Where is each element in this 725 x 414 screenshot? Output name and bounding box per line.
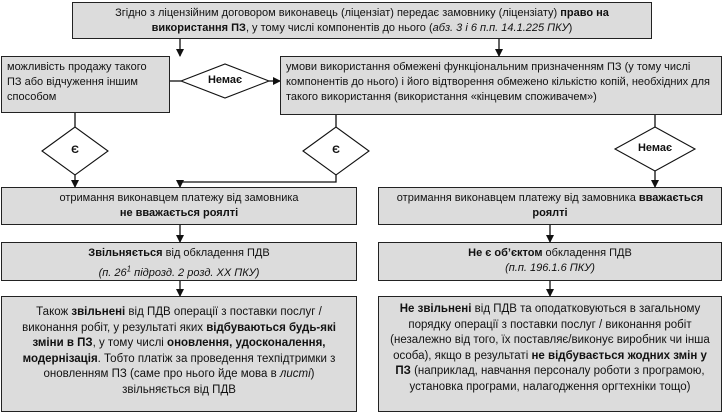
diamond-ye-right bbox=[302, 126, 370, 176]
vat-exempt-box: Звільняється від обкладення ПДВ (п. 261 … bbox=[1, 242, 357, 281]
diamond-nemae-mid-label: Немає bbox=[207, 74, 243, 86]
diamond-nemae-right bbox=[613, 126, 697, 172]
vat-left-bold: Звільняється bbox=[88, 247, 163, 259]
top-text-1: Згідно з ліцензійним договором виконавец… bbox=[115, 7, 561, 19]
top-text-bold: право на використання ПЗ bbox=[151, 7, 609, 34]
not-exempt-box: Не звільнені від ПДВ та оподатковуються … bbox=[378, 296, 722, 412]
vat-left-ref-2: підрозд. 2 розд. ХХ ПКУ) bbox=[131, 266, 260, 279]
payment-right-bold-2: роялті bbox=[532, 207, 568, 219]
diamond-nemae-mid bbox=[179, 63, 271, 99]
bottom-left-t1: Також bbox=[36, 306, 72, 318]
payment-not-royalty-box: отримання виконавцем платежу від замовни… bbox=[1, 187, 357, 225]
diamond-nemae-right-label: Немає bbox=[637, 142, 673, 154]
vat-right-ref: (п.п. 196.1.6 ПКУ) bbox=[505, 262, 595, 274]
bottom-left-t5: ) звільняється від ПДВ bbox=[122, 368, 315, 396]
bottom-left-t2: від ПДВ операції з поставки послуг / вик… bbox=[22, 306, 322, 334]
usage-conditions-box: умови використання обмежені функціональн… bbox=[280, 56, 722, 115]
vat-right-text: обкладення ПДВ bbox=[542, 247, 632, 259]
vat-left-sup: 1 bbox=[126, 264, 132, 273]
payment-right-bold-1: вважається bbox=[638, 192, 704, 204]
top-text-ref: абз. 3 і 6 п.п. 14.1.225 ПКУ bbox=[432, 22, 569, 34]
bottom-left-b2: відбуваються будь-які зміни в ПЗ bbox=[32, 321, 336, 350]
license-agreement-box: Згідно з ліцензійним договором виконавец… bbox=[72, 2, 652, 39]
payment-royalty-box: отримання виконавцем платежу від замовни… bbox=[378, 187, 722, 225]
diamond-ye-left bbox=[41, 126, 109, 176]
sale-possibility-box: можливість продажу такого ПЗ або відчуже… bbox=[1, 56, 170, 113]
vat-left-ref: (п. 26 bbox=[98, 266, 127, 279]
bottom-left-t3: , у тому числі bbox=[92, 337, 168, 349]
also-exempt-box: Також звільнені від ПДВ операції з поста… bbox=[1, 296, 357, 412]
diamond-ye-right-label: Є bbox=[332, 144, 340, 156]
bottom-right-t2: (наприклад, навчання персоналу роботи з … bbox=[409, 365, 705, 393]
payment-right-text: отримання виконавцем платежу від замовни… bbox=[396, 192, 639, 204]
bottom-right-b1: Не звільнені bbox=[399, 303, 472, 315]
bottom-left-b3: оновлення, удосконалення, модернізація bbox=[22, 337, 326, 365]
bottom-right-t1: від ПДВ та оподатковуються в загальному … bbox=[390, 303, 710, 362]
vat-not-object-box: Не є об’єктом обкладення ПДВ (п.п. 196.1… bbox=[378, 242, 722, 281]
usage-conditions-text: умови використання обмежені функціональн… bbox=[286, 61, 710, 103]
diamond-ye-left-label: Є bbox=[71, 144, 79, 156]
bottom-right-b2: не відбувається жодних змін у ПЗ bbox=[395, 349, 707, 378]
payment-left-bold: не вважається роялті bbox=[119, 207, 239, 219]
bottom-left-t4: . Тобто платіж за проведення техпідтримк… bbox=[43, 352, 336, 381]
bottom-left-b1: звільнені bbox=[71, 306, 126, 318]
payment-left-text: отримання виконавцем платежу від замовни… bbox=[59, 192, 299, 204]
arrow-ye-to-pay-left bbox=[176, 175, 337, 188]
vat-left-text: від обкладення ПДВ bbox=[162, 247, 270, 259]
top-text-3: ) bbox=[568, 22, 573, 34]
bottom-left-i1: листі bbox=[279, 368, 311, 380]
vat-right-bold: Не є об’єктом bbox=[468, 247, 543, 259]
top-text-2: , у тому числі компонентів до нього ( bbox=[245, 22, 433, 34]
sale-possibility-text: можливість продажу такого ПЗ або відчуже… bbox=[7, 61, 147, 103]
